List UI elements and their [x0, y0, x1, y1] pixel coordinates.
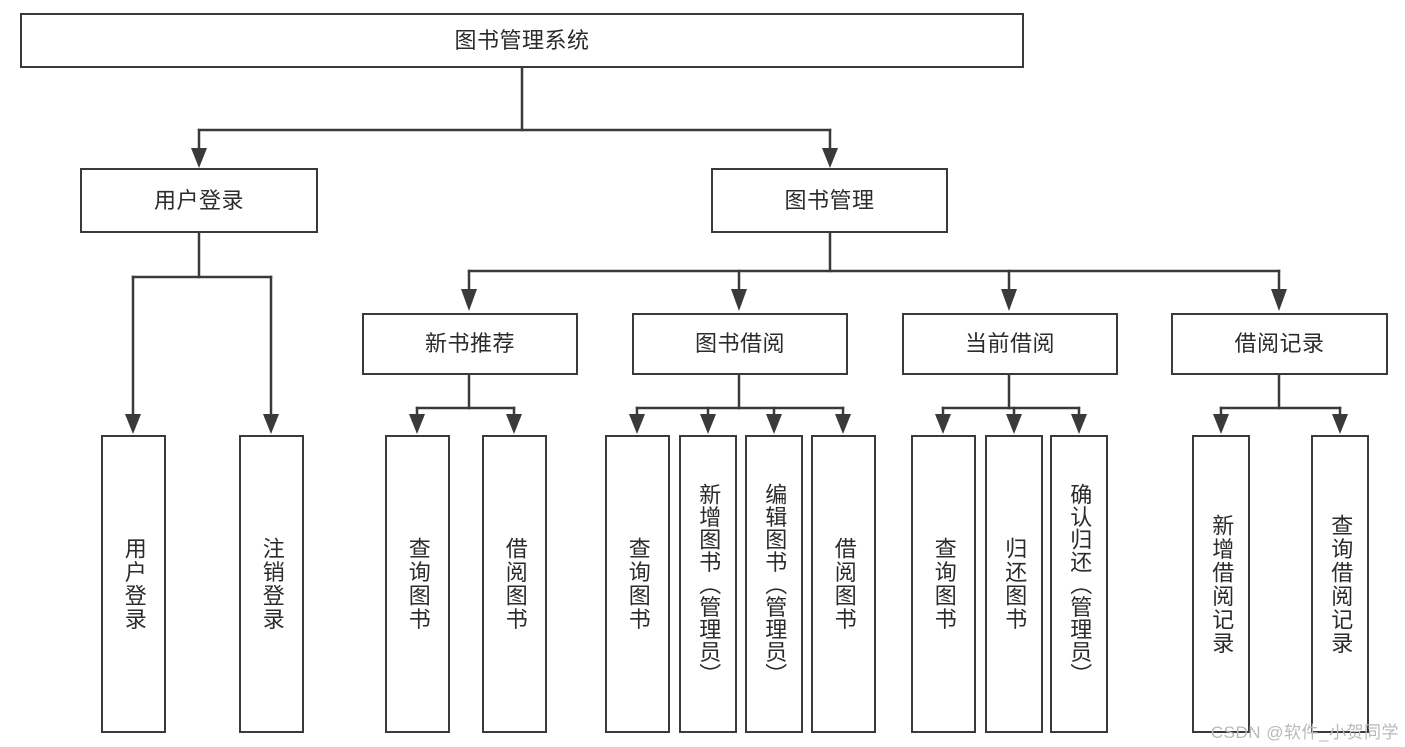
node-leaf-confirm-return-admin[interactable]: 确认归还（管理员）	[1050, 435, 1108, 733]
arrowhead-leaf-query-borrow-record	[1332, 414, 1348, 434]
arrowhead-book-manage	[822, 148, 838, 168]
arrowhead-leaf-add-borrow-record	[1213, 414, 1229, 434]
node-root[interactable]: 图书管理系统	[20, 13, 1024, 68]
node-current-borrow[interactable]: 当前借阅	[902, 313, 1118, 375]
arrowhead-leaf-edit-book-admin	[766, 414, 782, 434]
node-leaf-user-logout-label: 注销登录	[259, 537, 285, 631]
arrowhead-currentborrow	[1001, 289, 1017, 311]
arrowhead-newbook	[461, 289, 477, 311]
node-leaf-borrow-book-rec[interactable]: 借阅图书	[482, 435, 547, 733]
node-new-book-rec[interactable]: 新书推荐	[362, 313, 578, 375]
arrowhead-leaf-user-login	[125, 414, 141, 434]
arrowhead-leaf-borrow-book-borrow	[835, 414, 851, 434]
node-leaf-query-book-borrow[interactable]: 查询图书	[605, 435, 670, 733]
node-leaf-query-book-current[interactable]: 查询图书	[911, 435, 976, 733]
node-leaf-query-book-rec-label: 查询图书	[405, 537, 431, 631]
arrowhead-leaf-query-book-borrow	[629, 414, 645, 434]
node-leaf-return-book[interactable]: 归还图书	[985, 435, 1043, 733]
arrowhead-borrowrecord	[1271, 289, 1287, 311]
node-leaf-add-book-admin[interactable]: 新增图书（管理员）	[679, 435, 737, 733]
node-leaf-query-book-rec[interactable]: 查询图书	[385, 435, 450, 733]
arrowhead-leaf-add-book-admin	[700, 414, 716, 434]
node-book-manage-label: 图书管理	[784, 187, 875, 213]
node-user-login[interactable]: 用户登录	[80, 168, 318, 233]
watermark: CSDN @软件_小贺同学	[1210, 723, 1399, 742]
node-root-label: 图书管理系统	[454, 27, 590, 53]
node-new-book-rec-label: 新书推荐	[424, 331, 515, 357]
node-book-borrow[interactable]: 图书借阅	[632, 313, 848, 375]
arrowhead-bookborrow	[731, 289, 747, 311]
node-leaf-user-logout[interactable]: 注销登录	[239, 435, 304, 733]
node-leaf-query-book-borrow-label: 查询图书	[625, 537, 651, 631]
node-borrow-record-label: 借阅记录	[1234, 331, 1325, 357]
arrowhead-leaf-return-book	[1006, 414, 1022, 434]
node-user-login-label: 用户登录	[153, 187, 244, 213]
arrowhead-leaf-borrow-book-rec	[506, 414, 522, 434]
node-leaf-add-book-admin-label: 新增图书（管理员）	[696, 482, 722, 686]
node-leaf-query-book-current-label: 查询图书	[931, 537, 957, 631]
node-book-borrow-label: 图书借阅	[694, 331, 785, 357]
arrowhead-leaf-query-book-rec	[409, 414, 425, 434]
node-leaf-add-borrow-record[interactable]: 新增借阅记录	[1192, 435, 1250, 733]
arrowhead-leaf-user-logout	[263, 414, 279, 434]
node-book-manage[interactable]: 图书管理	[711, 168, 948, 233]
node-leaf-user-login[interactable]: 用户登录	[101, 435, 166, 733]
arrowhead-user-login	[191, 148, 207, 168]
node-leaf-query-borrow-record[interactable]: 查询借阅记录	[1311, 435, 1369, 733]
node-current-borrow-label: 当前借阅	[964, 331, 1055, 357]
node-leaf-edit-book-admin-label: 编辑图书（管理员）	[762, 482, 788, 686]
node-leaf-user-login-label: 用户登录	[121, 537, 147, 631]
node-leaf-borrow-book-borrow[interactable]: 借阅图书	[811, 435, 876, 733]
node-leaf-query-borrow-record-label: 查询借阅记录	[1328, 513, 1354, 655]
node-leaf-borrow-book-rec-label: 借阅图书	[502, 537, 528, 631]
arrowhead-leaf-confirm-return	[1071, 414, 1087, 434]
node-leaf-confirm-return-admin-label: 确认归还（管理员）	[1067, 482, 1093, 686]
node-leaf-edit-book-admin[interactable]: 编辑图书（管理员）	[745, 435, 803, 733]
node-leaf-add-borrow-record-label: 新增借阅记录	[1209, 513, 1235, 655]
node-borrow-record[interactable]: 借阅记录	[1171, 313, 1388, 375]
node-leaf-borrow-book-borrow-label: 借阅图书	[831, 537, 857, 631]
node-leaf-return-book-label: 归还图书	[1002, 537, 1028, 631]
arrowhead-leaf-query-book-current	[935, 414, 951, 434]
